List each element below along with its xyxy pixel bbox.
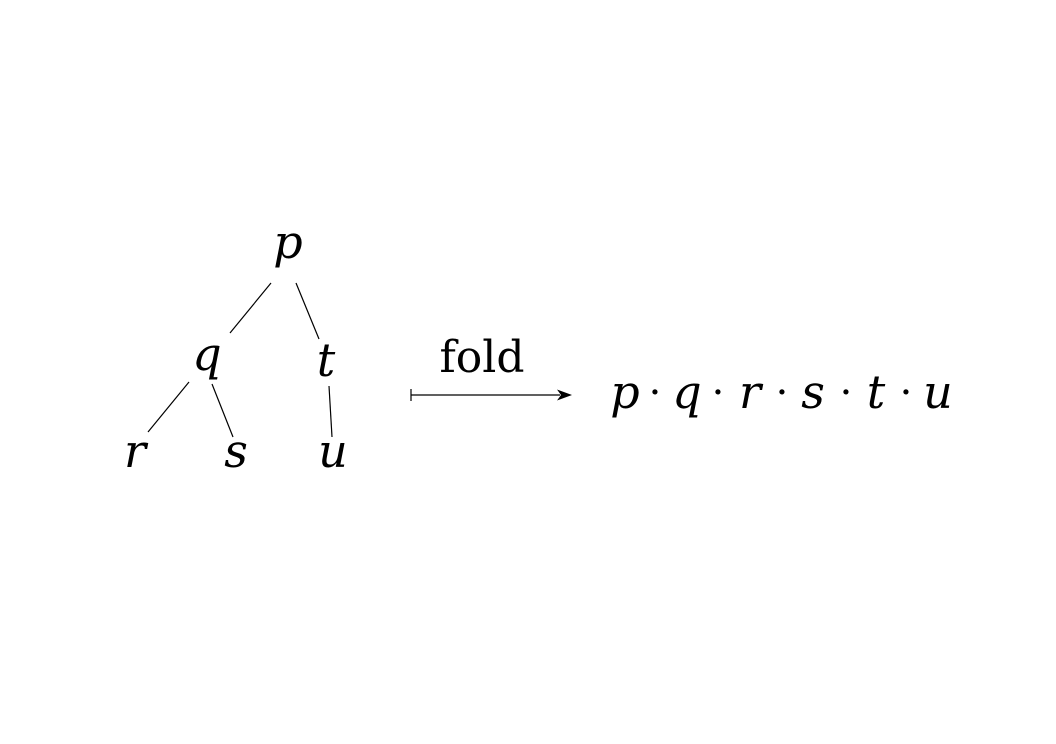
tree-nodes: p q t r s u: [124, 215, 348, 478]
expr-operator: ·: [649, 370, 662, 416]
arrow-label: fold: [439, 332, 524, 383]
arrow-head: [557, 389, 572, 401]
expr-operator: ·: [776, 370, 789, 416]
expr-operator: ·: [900, 370, 913, 416]
expr-term-t: t: [867, 365, 886, 419]
expr-term-p: p: [610, 365, 639, 419]
tree-edges: [147, 282, 333, 438]
expr-term-q: q: [672, 365, 701, 419]
edge-p-q: [229, 282, 272, 334]
edge-p-t: [295, 282, 320, 340]
tree-node-s: s: [224, 424, 248, 478]
tree-node-q: q: [192, 327, 221, 381]
maps-to-arrow: fold: [410, 332, 572, 401]
tree-node-t: t: [317, 333, 336, 387]
tree-node-u: u: [318, 424, 348, 478]
tree-node-r: r: [124, 424, 149, 478]
expr-term-u: u: [923, 365, 953, 419]
tree-node-p: p: [273, 215, 302, 269]
expr-term-r: r: [739, 365, 764, 419]
edge-q-s: [211, 383, 234, 438]
result-expression: p · q · r · s · t · u: [610, 365, 953, 419]
expr-operator: ·: [712, 370, 725, 416]
expr-term-s: s: [801, 365, 825, 419]
expr-operator: ·: [840, 370, 853, 416]
edge-t-u: [328, 385, 333, 438]
edge-q-r: [147, 381, 190, 433]
